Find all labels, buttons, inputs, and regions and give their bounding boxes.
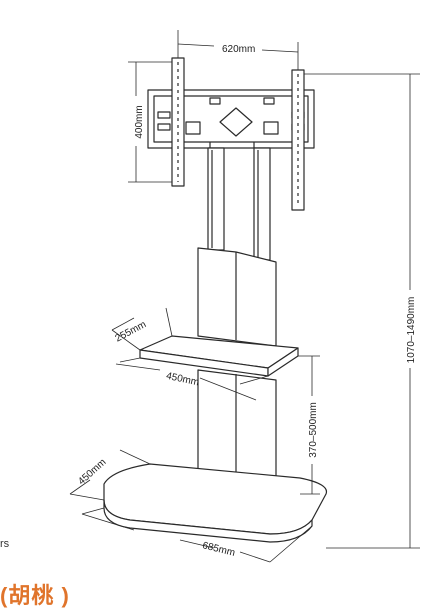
- label-total-height: 1070–1490mm: [406, 297, 417, 364]
- product-color-title: (胡桃 ): [0, 583, 70, 608]
- label-shelf-depth: 255mm: [114, 319, 149, 344]
- floor-base: [103, 463, 328, 543]
- dimension-lines: [69, 30, 420, 563]
- center-column: [197, 247, 277, 495]
- label-height-vesa: 400mm: [134, 105, 145, 138]
- upper-posts: [207, 147, 271, 261]
- label-width-top: 620mm: [222, 44, 255, 55]
- label-shelf-height: 370–500mm: [308, 402, 319, 458]
- right-bracket-arm: [291, 69, 305, 211]
- label-base-width: 685mm: [201, 540, 236, 559]
- label-base-depth: 450mm: [76, 457, 108, 487]
- label-shelf-width: 450mm: [165, 371, 200, 389]
- cropped-side-text: rs: [0, 538, 10, 550]
- left-bracket-arm: [171, 57, 185, 187]
